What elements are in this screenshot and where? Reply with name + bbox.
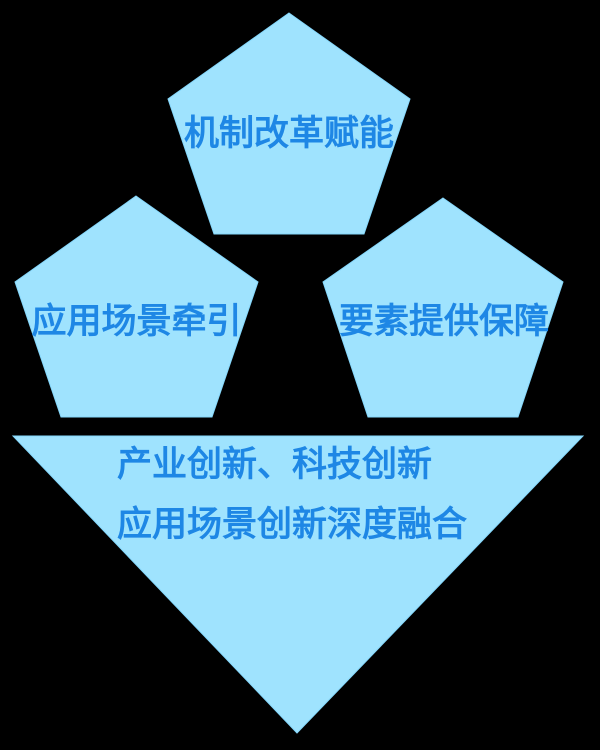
pentagon-right-shape <box>322 197 564 418</box>
triangle-text-block: 产业创新、科技创新 应用场景创新深度融合 <box>117 448 467 568</box>
pentagon-top-shape <box>167 12 411 235</box>
pentagon-right-label: 要素提供保障 <box>338 302 549 342</box>
triangle-line-2: 应用场景创新深度融合 <box>117 505 468 545</box>
triangle-line-1: 产业创新、科技创新 <box>117 445 433 485</box>
pentagon-top-label: 机制改革赋能 <box>183 114 394 154</box>
pentagon-left-label: 应用场景牵引 <box>31 302 242 342</box>
pentagon-left-shape <box>14 195 259 418</box>
triangle-bottom-shape <box>11 435 585 734</box>
